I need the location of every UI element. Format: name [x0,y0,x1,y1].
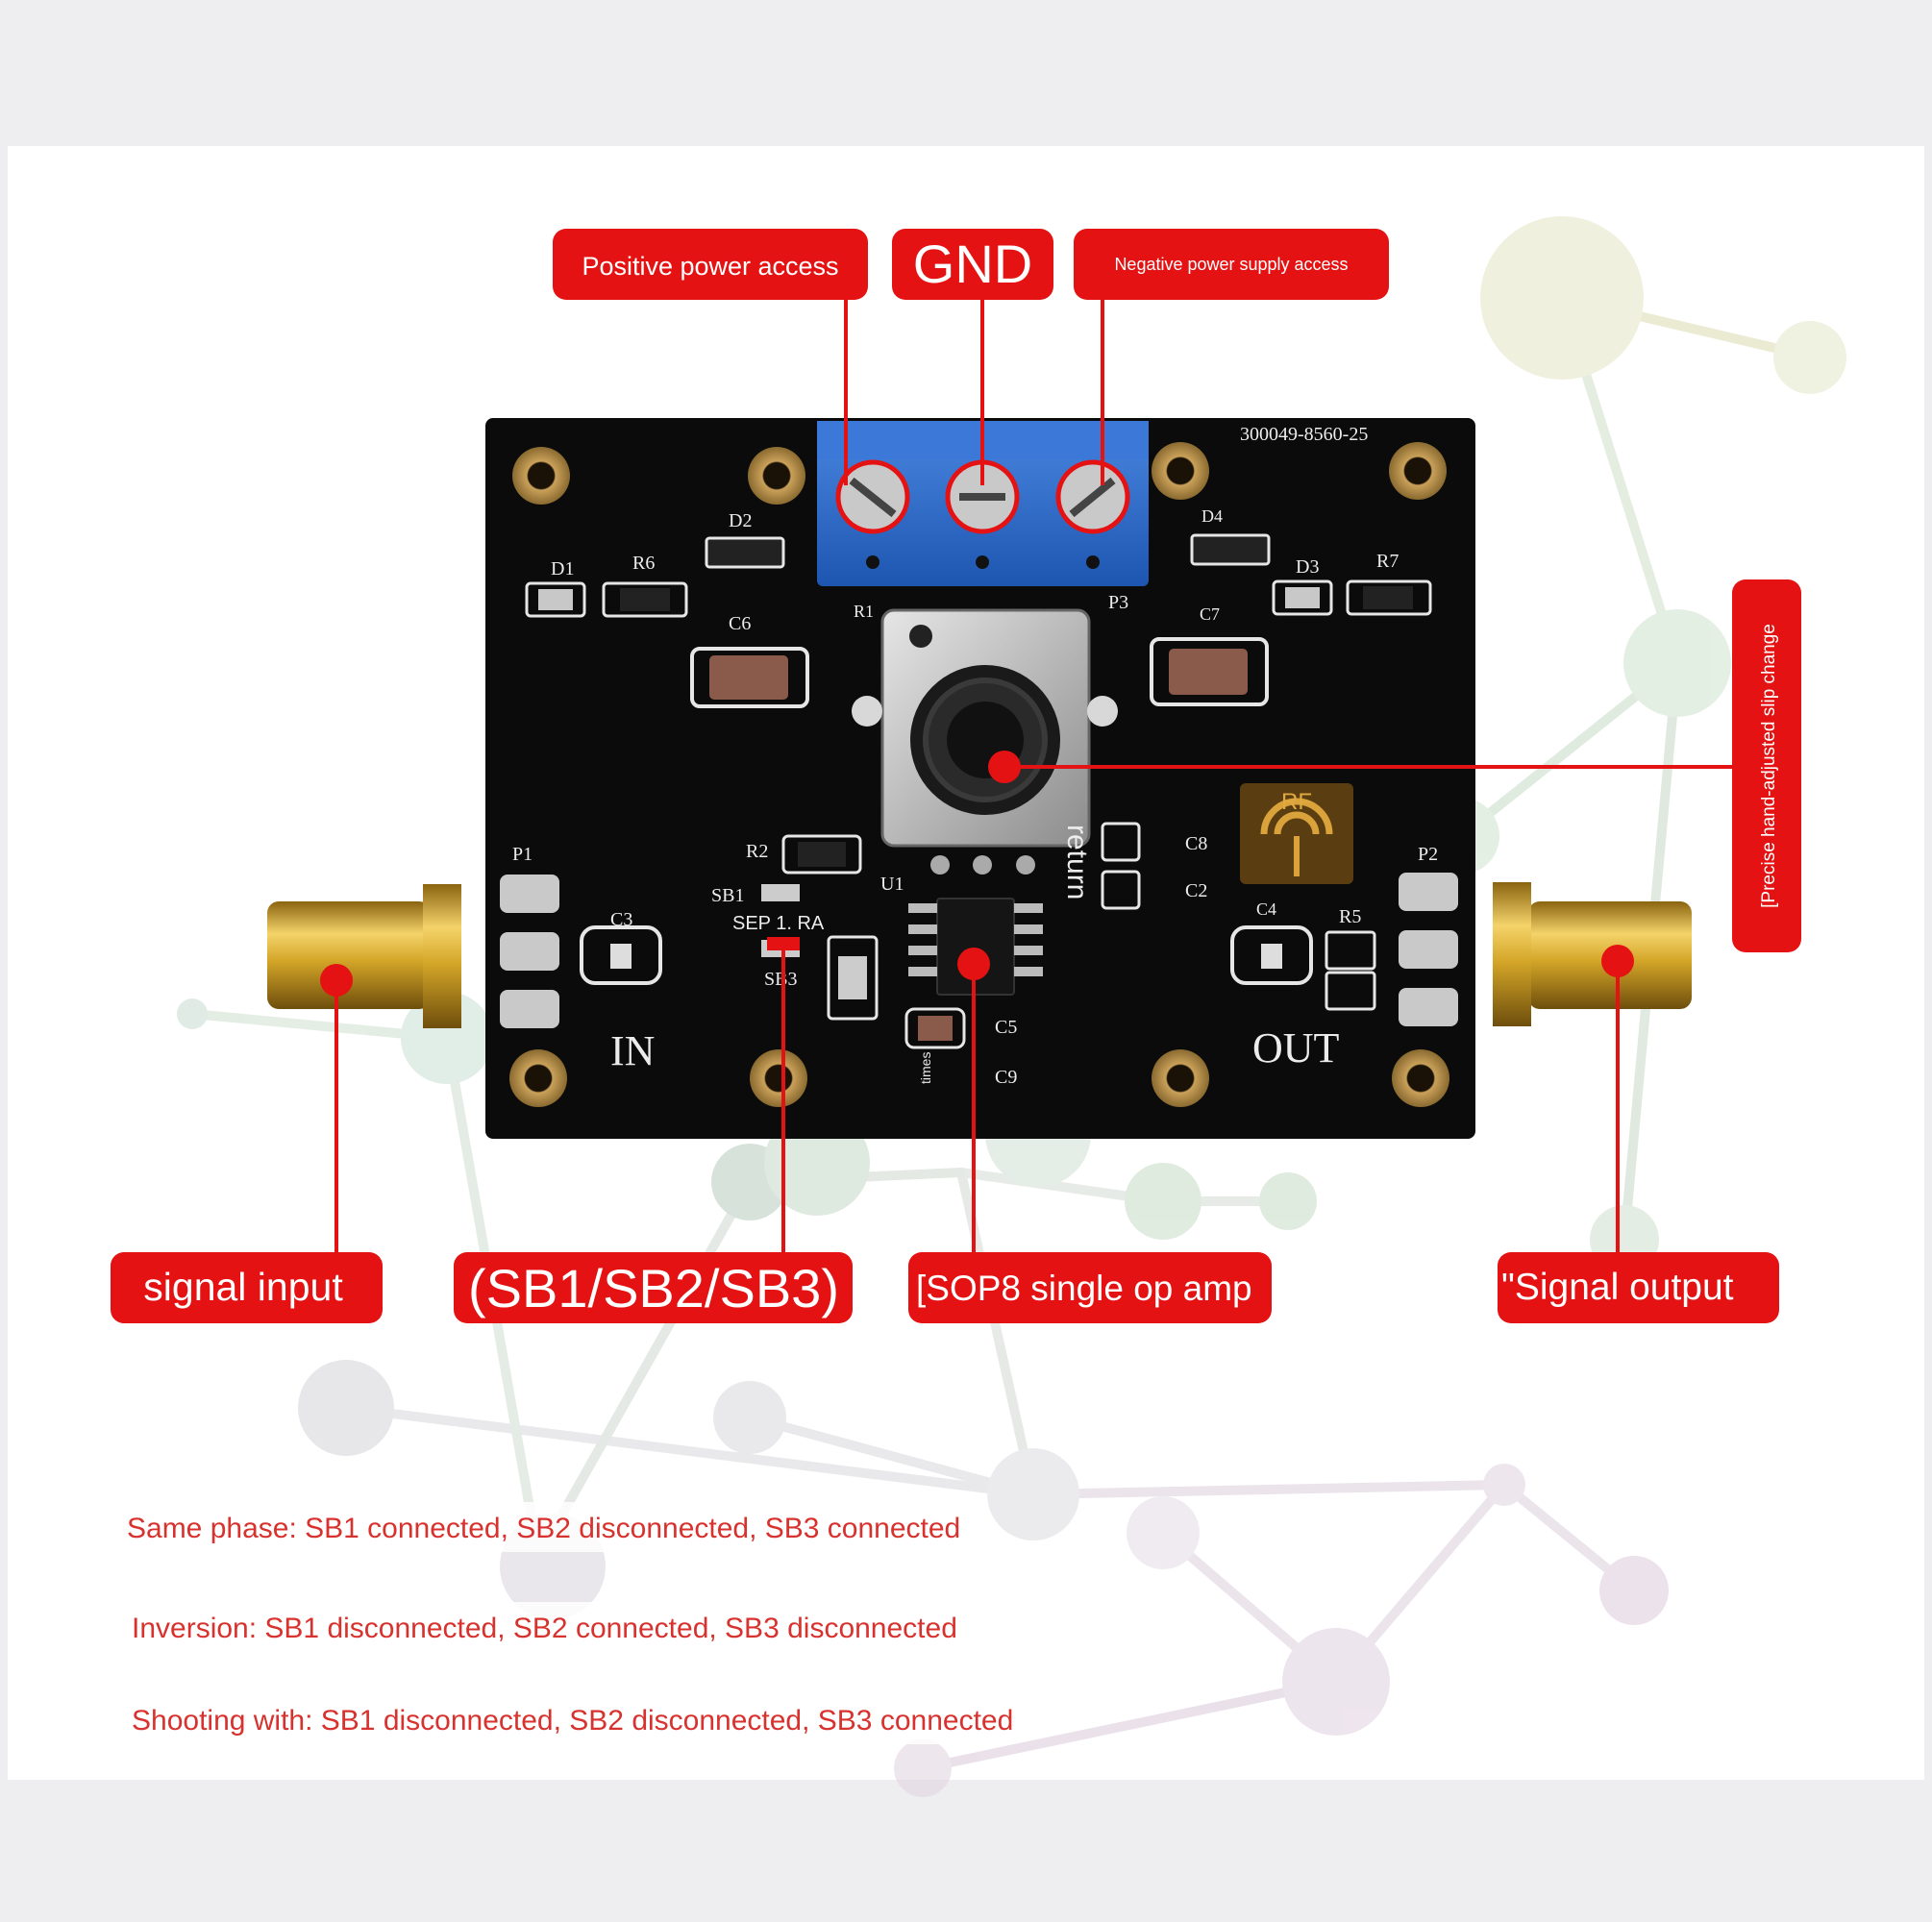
molecule-background [177,216,1846,1797]
target-dots [320,751,1634,997]
refdes-p2: P2 [1418,844,1438,865]
refdes-c2: C2 [1185,880,1207,901]
callout-sb-jumpers-label: (SB1/SB2/SB3) [468,1258,839,1318]
out-label: OUT [1252,1024,1340,1072]
target-rings [835,459,1130,534]
callout-sop8: [SOP8 single op amp [908,1252,1272,1323]
refdes-d1: D1 [551,558,574,579]
times-label: times [918,1052,933,1084]
refdes-d4: D4 [1201,506,1223,526]
refdes-u1: U1 [880,874,904,895]
refdes-d2: D2 [729,510,752,531]
refdes-r6: R6 [632,553,655,574]
refdes-p3: P3 [1108,592,1128,613]
note-bg-shooting [122,1694,978,1744]
refdes-c5: C5 [995,1017,1017,1038]
note-inversion: Inversion: SB1 disconnected, SB2 connect… [132,1613,957,1644]
refdes-c8: C8 [1185,833,1207,854]
callout-positive-power-label: Positive power access [582,252,838,281]
note-bg-same-phase [117,1502,982,1552]
jumper-notes: Same phase: SB1 connected, SB2 disconnec… [117,1502,1013,1744]
refdes-c6: C6 [729,613,751,634]
refdes-r7: R7 [1376,551,1399,572]
note-same-phase: Same phase: SB1 connected, SB2 disconnec… [127,1513,960,1544]
callout-signal-output: "Signal output [1498,1252,1779,1323]
callout-slip-change: [Precise hand-adjusted slip change [1732,579,1801,952]
smd-components [525,533,1432,1049]
refdes-p1: P1 [512,844,533,865]
refdes-sb3: SB3 [764,969,797,990]
refdes-r5: R5 [1339,906,1361,927]
rf-logo-text: RF [1281,789,1312,815]
rf-logo: RF [1240,783,1353,884]
note-bg-inversion [122,1602,987,1652]
refdes-sb1: SB1 [711,885,744,906]
silkscreen: 300049-8560-25 IN OUT return SEP 1. RA t… [512,424,1438,1088]
board-serial: 300049-8560-25 [1240,424,1368,445]
leader-lines [334,300,1735,1254]
callout-signal-output-label: "Signal output [1501,1267,1734,1308]
callout-gnd: GND [892,229,1053,300]
refdes-c3: C3 [610,909,632,930]
refdes-c9: C9 [995,1067,1017,1088]
sep-label: SEP 1. RA [732,913,825,934]
refdes-r1: R1 [854,602,874,621]
callout-gnd-label: GND [913,234,1032,294]
callout-slip-change-label: [Precise hand-adjusted slip change [1759,624,1779,908]
callout-negative-power: Negative power supply access [1074,229,1389,300]
mounting-holes [509,442,1449,1107]
callout-negative-power-label: Negative power supply access [1114,255,1348,274]
callout-positive-power: Positive power access [553,229,868,300]
note-shooting: Shooting with: SB1 disconnected, SB2 dis… [132,1705,1013,1737]
callout-sb-jumpers: (SB1/SB2/SB3) [454,1252,853,1323]
return-label: return [1061,825,1093,899]
refdes-d3: D3 [1296,556,1319,578]
refdes-c4: C4 [1256,899,1276,919]
sop8-chip [908,898,1043,996]
refdes-c7: C7 [1200,604,1220,624]
sma-connector-input [267,875,559,1028]
in-label: IN [610,1027,655,1074]
callout-sop8-label: [SOP8 single op amp [916,1269,1252,1308]
potentiometer [852,608,1118,875]
callout-signal-input: signal input [111,1252,383,1323]
refdes-r2: R2 [746,841,768,862]
callout-signal-input-label: signal input [143,1265,343,1309]
